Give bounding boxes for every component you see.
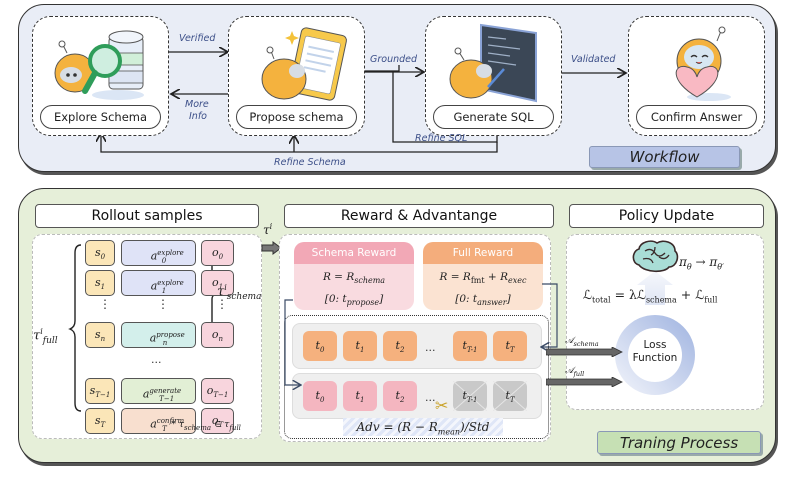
adv-full-arrow <box>546 377 623 387</box>
action-cell: aexplore0 <box>121 240 196 266</box>
state-cell: s1 <box>85 270 115 296</box>
robot-clipboard-icon <box>229 23 364 103</box>
tau-arrow-icon <box>261 241 282 255</box>
stage-label: Confirm Answer <box>636 105 757 129</box>
full-token: t1 <box>343 331 377 361</box>
adv-schema-arrow <box>546 347 623 357</box>
stage-label: Propose schema <box>236 105 357 129</box>
action-cell: aproposen <box>121 322 196 348</box>
observation-cell: on <box>201 322 234 348</box>
policy-title: Policy Update <box>569 204 764 228</box>
action-cell: agenerateT−1 <box>121 378 196 404</box>
schema-token: t2 <box>383 381 417 411</box>
action-cell: aconfirmT <box>121 408 196 434</box>
reward-connectors <box>284 283 558 464</box>
policy-box: πθ → πθ′ ℒtotal = λℒschema + ℒfull Loss … <box>566 234 764 410</box>
stage-propose-schema[interactable]: Propose schema <box>228 16 365 136</box>
reward-box: Schema Reward R = Rschema [0: tpropose] … <box>279 234 551 442</box>
observation-cell: o0 <box>201 240 234 266</box>
total-loss-formula: ℒtotal = λℒschema + ℒfull <box>583 287 718 305</box>
robot-magnifier-database-icon <box>33 23 168 103</box>
vertical-ellipsis: ⋮⋮⋮ <box>99 297 228 311</box>
workflow-connectors <box>19 5 777 153</box>
state-cell: sT−1 <box>85 378 115 404</box>
robot-heart-icon <box>629 23 764 103</box>
state-cell: sT <box>85 408 115 434</box>
full-token: tT-1 <box>453 331 487 361</box>
stage-label: Generate SQL <box>433 105 554 129</box>
loss-ring-graphic <box>615 271 695 395</box>
stage-generate-sql[interactable]: Generate SQL <box>425 16 562 136</box>
full-reward-card: Full Reward R = Rfmt + Rexec [0: tanswer… <box>423 242 543 310</box>
state-cell: sn <box>85 322 115 348</box>
schema-token-masked: tT-1 <box>453 381 487 411</box>
horizontal-ellipsis: ... <box>151 353 162 366</box>
loss-function-label: Loss Function <box>632 339 678 364</box>
schema-reward-head: Schema Reward <box>294 242 414 264</box>
edge-label-info: Info <box>189 111 207 122</box>
edge-label-refine-schema: Refine Schema <box>274 157 346 168</box>
full-token: t0 <box>303 331 337 361</box>
stage-explore-schema[interactable]: Explore Schema <box>32 16 169 136</box>
action-cell: aexplore1 <box>121 270 196 296</box>
rollout-footnote: * τschema ∈ τfull <box>171 419 241 432</box>
stage-confirm-answer[interactable]: Confirm Answer <box>628 16 765 136</box>
tau-full-label: τifull <box>33 327 58 346</box>
reward-title: Reward & Advantange <box>284 204 554 228</box>
edge-label-verified: Verified <box>179 33 216 44</box>
adv-full-label: 𝒜full <box>565 366 585 378</box>
token-ellipsis: ... <box>425 391 436 404</box>
full-token: t2 <box>383 331 417 361</box>
edge-label-validated: Validated <box>571 54 616 65</box>
state-cell: s0 <box>85 240 115 266</box>
full-reward-body: R = Rfmt + Rexec [0: tanswer] <box>423 264 543 310</box>
tau-arrow-label: τi <box>263 222 273 237</box>
observation-cell: o1 <box>201 270 234 296</box>
policy-transition: πθ → πθ′ <box>679 255 724 272</box>
full-reward-head: Full Reward <box>423 242 543 264</box>
scissors-icon: ✂ <box>435 396 449 415</box>
edge-label-grounded: Grounded <box>370 54 418 65</box>
training-tag: Traning Process <box>597 431 761 454</box>
edge-label-more: More <box>185 99 209 110</box>
stage-label: Explore Schema <box>40 105 161 129</box>
observation-cell: oT−1 <box>201 378 234 404</box>
rollout-title: Rollout samples <box>35 204 259 228</box>
adv-schema-label: 𝒜schema <box>565 336 599 348</box>
schema-token-masked: tT <box>493 381 527 411</box>
schema-reward-card: Schema Reward R = Rschema [0: tpropose] <box>294 242 414 310</box>
brain-icon <box>631 239 679 279</box>
workflow-tag: Workflow <box>589 146 740 168</box>
edge-label-refine-sql: Refine SQL <box>415 133 468 144</box>
tau-schema-label: τischema <box>217 283 262 302</box>
robot-code-screen-icon <box>426 23 561 103</box>
token-ellipsis: ... <box>425 341 436 354</box>
advantage-formula: Adv = (R − Rmean)/Std <box>343 418 503 436</box>
observation-cell: oT <box>201 408 234 434</box>
full-token: tT <box>493 331 527 361</box>
schema-reward-body: R = Rschema [0: tpropose] <box>294 264 414 310</box>
workflow-panel: Explore Schema Propose schema <box>18 4 776 172</box>
schema-token: t1 <box>343 381 377 411</box>
schema-token: t0 <box>303 381 337 411</box>
